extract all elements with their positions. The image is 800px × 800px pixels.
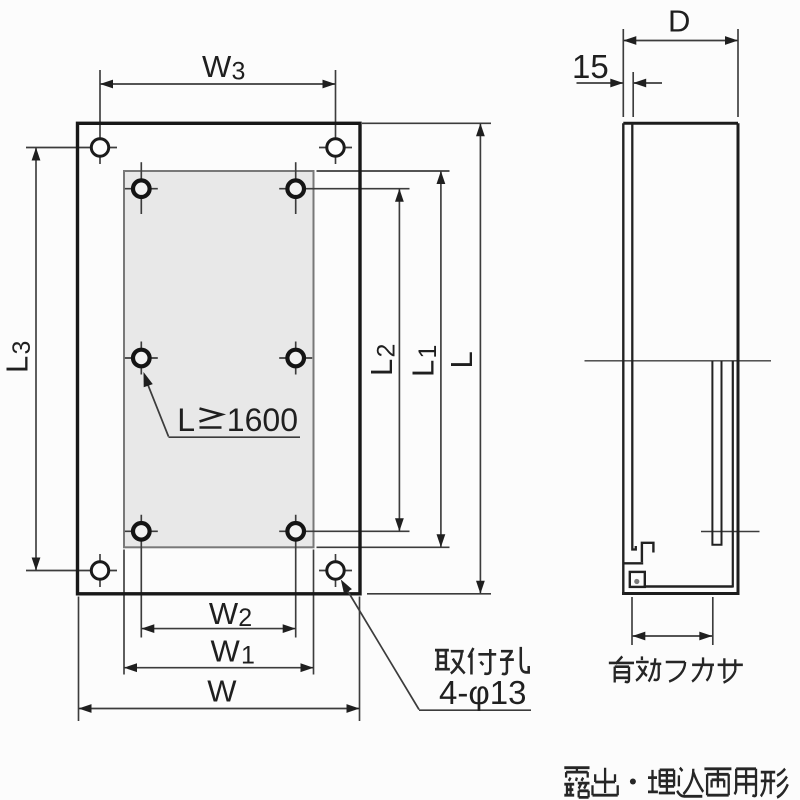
svg-text:3: 3 [232,58,246,86]
svg-text:4-φ13: 4-φ13 [439,674,526,711]
svg-text:2: 2 [238,604,252,632]
svg-text:L: L [406,360,441,377]
svg-text:1: 1 [241,642,255,670]
svg-text:15: 15 [572,48,609,85]
svg-text:L: L [364,359,399,376]
svg-text:1600: 1600 [227,402,298,438]
svg-text:2: 2 [373,344,401,358]
svg-text:L: L [177,402,195,438]
svg-text:L: L [444,351,479,368]
svg-text:W: W [211,634,241,669]
svg-text:W: W [207,673,237,708]
svg-text:W: W [202,49,232,84]
svg-text:1: 1 [414,345,442,359]
svg-text:3: 3 [8,341,36,355]
svg-text:L: L [0,356,35,373]
svg-text:W: W [209,596,239,631]
svg-text:D: D [668,4,690,39]
